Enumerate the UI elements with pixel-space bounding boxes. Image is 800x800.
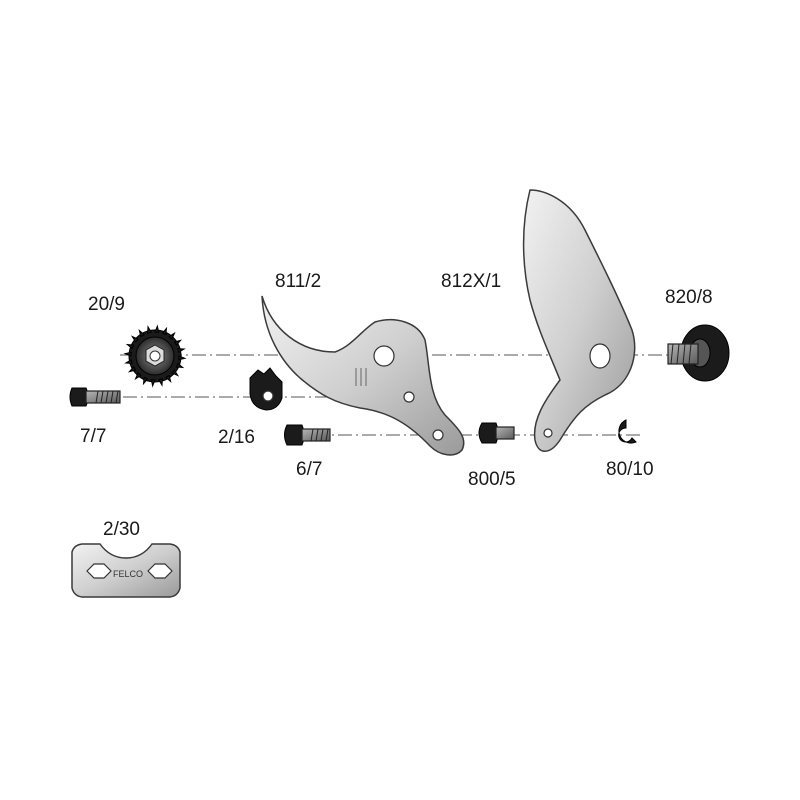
gear-tooth [171, 369, 180, 377]
screw-800-5-head [478, 422, 499, 444]
label-20-9: 20/9 [88, 294, 125, 315]
gear-tooth [154, 324, 160, 333]
label-2-30: 2/30 [103, 519, 140, 540]
screw-800-5-shank [495, 426, 515, 440]
part-800-5-screw [478, 422, 515, 444]
gear-tooth [161, 326, 168, 336]
label-2-16: 2/16 [218, 427, 255, 448]
bolt-6-7-head [284, 424, 305, 446]
wrench-key-hex-right [147, 563, 173, 579]
gear-tooth [177, 348, 186, 354]
part-812x-1-cutting-blade [522, 189, 636, 452]
part-labels: 20/9 7/7 811/2 2/16 6/7 812X/1 800/5 80/… [80, 271, 713, 540]
part-7-7-bolt [69, 387, 121, 407]
counter-blade-pivot-hole [373, 345, 395, 367]
wrench-key-body [71, 543, 181, 598]
gear-tooth [173, 339, 183, 346]
counter-blade-spring-hole [403, 391, 415, 403]
counter-blade-body [261, 295, 465, 456]
gear-teeth [123, 324, 187, 388]
bolt-7-7-head [69, 387, 89, 407]
part-6-7-bolt [284, 424, 331, 446]
gear-tooth [138, 328, 145, 338]
label-812x-1: 812X/1 [441, 271, 501, 292]
gear-tooth [147, 325, 153, 334]
cutting-blade-body [522, 189, 636, 452]
counter-blade-engraving [355, 368, 367, 386]
gear-tooth [125, 343, 135, 350]
gear-tooth [157, 378, 163, 387]
gear-tooth [142, 376, 149, 386]
circlip-body [618, 419, 637, 444]
cutting-blade-pivot-hole [589, 343, 611, 369]
label-820-8: 820/8 [665, 287, 713, 308]
gear-tooth [165, 374, 172, 384]
gear-tooth [178, 355, 187, 361]
part-820-8-pivot-bolt [667, 324, 730, 382]
pivot-bolt-thread [670, 343, 692, 365]
gear-tooth [175, 362, 185, 369]
gear-center-hole [149, 350, 161, 362]
gear-tooth [124, 358, 133, 364]
cutting-blade-bolt-hole [543, 428, 553, 438]
label-811-2: 811/2 [275, 271, 321, 292]
lever-washer-hole [262, 390, 274, 402]
part-80-10-circlip [618, 419, 637, 444]
gear-tooth [150, 379, 156, 388]
counter-blade-bolt-hole [432, 429, 444, 441]
wrench-key-hex-left [86, 563, 112, 579]
wrench-key-brand: FELCO [113, 569, 143, 579]
label-80-10: 80/10 [606, 459, 654, 480]
lever-washer-body [249, 367, 283, 411]
part-2-30-wrench-key: FELCO [71, 543, 181, 598]
gear-tooth [168, 331, 176, 340]
label-6-7: 6/7 [296, 459, 322, 480]
bolt-7-7-thread [95, 390, 119, 404]
gear-tooth [134, 372, 142, 381]
label-800-5: 800/5 [468, 469, 516, 490]
part-20-9-adjusting-gear [123, 324, 187, 388]
bolt-6-7-thread [310, 428, 329, 442]
gear-tooth [127, 366, 137, 373]
label-7-7: 7/7 [80, 426, 106, 447]
part-811-2-counter-blade [261, 295, 465, 456]
gear-tooth [130, 335, 139, 343]
gear-tooth [123, 351, 132, 357]
part-2-16-lever-washer [249, 367, 283, 411]
